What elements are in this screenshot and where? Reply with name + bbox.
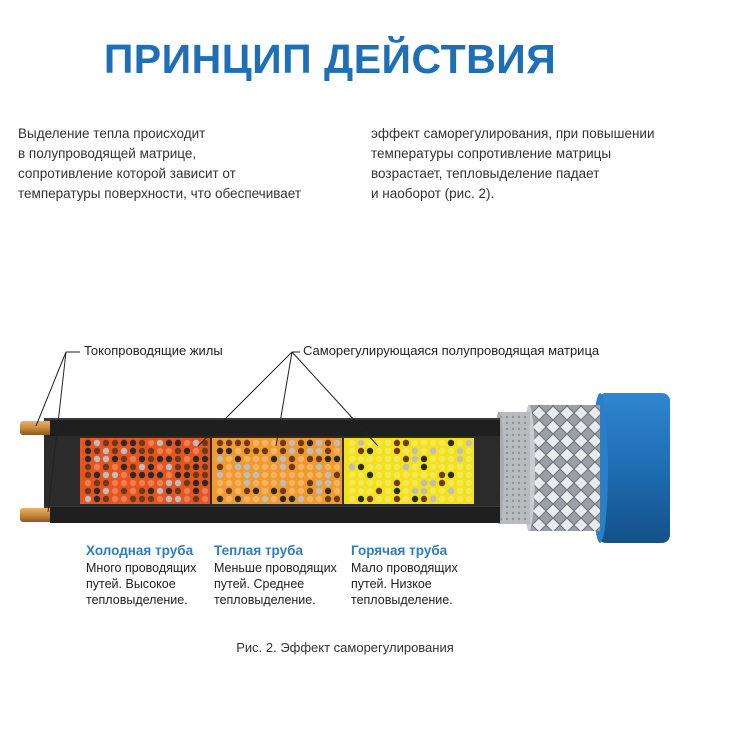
conductor-bottom bbox=[20, 507, 500, 523]
outer-jacket bbox=[592, 393, 670, 543]
zone-warm-desc: Меньше проводящих путей. Среднее тепловы… bbox=[214, 561, 337, 607]
matrix-label: Саморегулирующаяся полупроводящая матриц… bbox=[303, 343, 600, 358]
leader-lines bbox=[35, 351, 379, 513]
zone-cold-desc: Много проводящих путей. Высокое тепловыд… bbox=[86, 561, 197, 607]
zone-warm: Теплая труба Меньше проводящих путей. Ср… bbox=[214, 543, 354, 608]
zone-cold-matrix bbox=[80, 438, 210, 504]
zone-hot-matrix bbox=[344, 438, 474, 504]
zone-cold-title: Холодная труба bbox=[86, 543, 194, 558]
zone-hot-desc: Мало проводящих путей. Низкое тепловыдел… bbox=[351, 561, 458, 607]
conductor-top bbox=[20, 420, 500, 436]
zone-cold: Холодная труба Много проводящих путей. В… bbox=[86, 543, 226, 608]
page-title: ПРИНЦИП ДЕЙСТВИЯ bbox=[103, 36, 557, 82]
zone-warm-matrix bbox=[212, 438, 342, 504]
conductors-label: Токопроводящие жилы bbox=[84, 343, 223, 358]
description-left: Выделение тепла происходит в полупроводя… bbox=[18, 126, 302, 201]
figure-caption: Рис. 2. Эффект саморегулирования bbox=[236, 640, 454, 655]
zone-hot-title: Горячая труба bbox=[351, 543, 448, 558]
zone-hot: Горячая труба Мало проводящих путей. Низ… bbox=[351, 543, 491, 608]
description-right: эффект саморегулирования, при повышении … bbox=[371, 126, 655, 201]
matrix-zones bbox=[80, 438, 474, 504]
zone-warm-title: Теплая труба bbox=[214, 543, 303, 558]
metal-braid bbox=[523, 405, 600, 531]
